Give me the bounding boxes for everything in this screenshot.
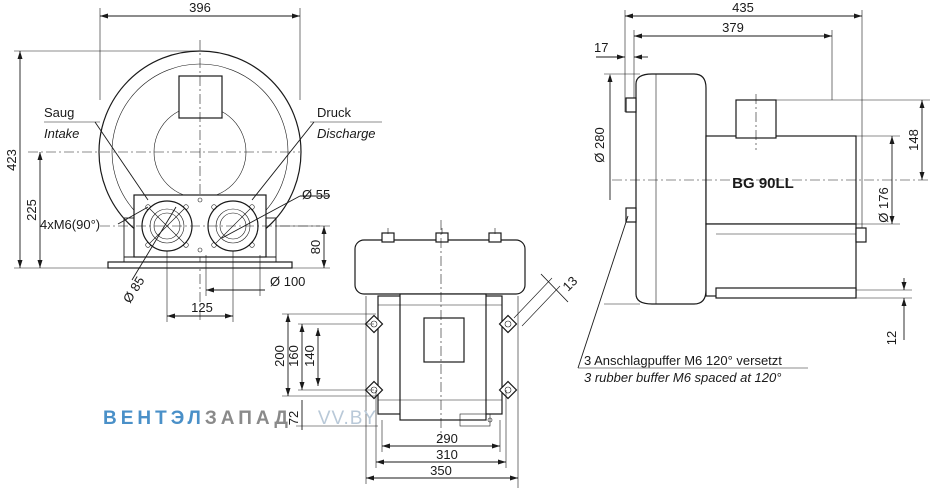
dim-350: 350 — [430, 463, 452, 478]
dim-55: Ø 55 — [302, 187, 330, 202]
dim-310: 310 — [436, 447, 458, 462]
discharge-label-en: Discharge — [317, 126, 376, 141]
watermark-part2: ЗАПАД — [204, 408, 292, 429]
watermark: ВЕНТЭЛЗАПАД VV.BY — [103, 408, 377, 430]
model-label: BG 90LL — [732, 175, 794, 192]
dim-80: 80 — [308, 240, 323, 254]
dim-280: Ø 280 — [592, 127, 607, 162]
watermark-part3: VV.BY — [317, 408, 378, 429]
intake-label-en: Intake — [44, 126, 79, 141]
dim-125: 125 — [191, 300, 213, 315]
dim-290: 290 — [436, 431, 458, 446]
dim-72: 72 — [286, 411, 301, 425]
dim-379: 379 — [722, 20, 744, 35]
dim-200: 200 — [272, 345, 287, 367]
dim-85: Ø 85 — [120, 274, 148, 306]
discharge-label-de: Druck — [317, 105, 351, 120]
dim-225: 225 — [24, 199, 39, 221]
side-view: 435 379 17 BG 90LL Ø 280 — [577, 0, 930, 385]
dim-12: 12 — [884, 331, 899, 345]
dim-140: 140 — [302, 345, 317, 367]
front-view: 396 — [4, 0, 382, 322]
dim-423: 423 — [4, 149, 19, 171]
dim-176: Ø 176 — [876, 187, 891, 222]
dim-17: 17 — [594, 40, 608, 55]
watermark-part1: ВЕНТЭЛ — [103, 408, 205, 429]
bolt-label: 4xM6(90°) — [40, 217, 100, 232]
top-view: 200 160 140 72 290 310 350 — [272, 220, 580, 488]
intake-label-de: Saug — [44, 105, 74, 120]
buffer-label-en: 3 rubber buffer M6 spaced at 120° — [584, 370, 781, 385]
buffer-label-de: 3 Anschlagpuffer M6 120° versetzt — [584, 353, 782, 368]
dim-100: Ø 100 — [270, 274, 305, 289]
dim-13: 13 — [560, 273, 581, 294]
dim-435: 435 — [732, 0, 754, 15]
dim-160: 160 — [286, 345, 301, 367]
dim-148: 148 — [906, 129, 921, 151]
dim-396: 396 — [189, 0, 211, 15]
